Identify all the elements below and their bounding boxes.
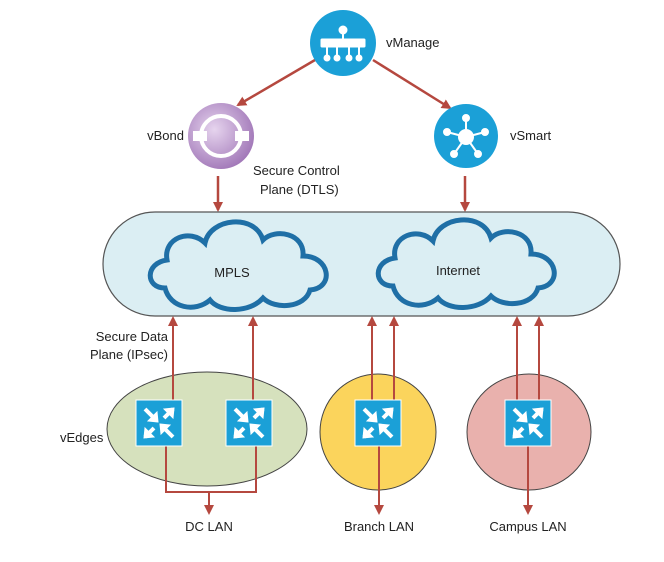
internet-label: Internet: [436, 263, 480, 278]
control-plane-label-2: Plane (DTLS): [260, 182, 339, 197]
vedge-campus-icon[interactable]: [503, 398, 553, 448]
internet-cloud[interactable]: Internet: [378, 220, 554, 308]
dc-lan-label: DC LAN: [185, 519, 233, 534]
data-plane-arrows: [165, 316, 544, 515]
vedges-label: vEdges: [60, 430, 104, 445]
vmanage-label: vManage: [386, 35, 439, 50]
vedge-branch-icon[interactable]: [353, 398, 403, 448]
mpls-label: MPLS: [214, 265, 250, 280]
data-plane-label-2: Plane (IPsec): [90, 347, 168, 362]
vsmart-node[interactable]: vSmart: [434, 104, 552, 168]
mpls-cloud[interactable]: MPLS: [150, 222, 326, 310]
campus-lan-label: Campus LAN: [489, 519, 566, 534]
data-plane-label-1: Secure Data: [96, 329, 169, 344]
vedge-dc-1-icon[interactable]: [134, 398, 184, 448]
control-plane-label-1: Secure Control: [253, 163, 340, 178]
vmanage-node[interactable]: vManage: [310, 10, 439, 76]
transport-network: [102, 211, 621, 317]
vsmart-label: vSmart: [510, 128, 552, 143]
vbond-label: vBond: [147, 128, 184, 143]
control-arrows: [213, 58, 470, 212]
branch-lan-label: Branch LAN: [344, 519, 414, 534]
vedge-dc-2-icon[interactable]: [224, 398, 274, 448]
vbond-icon: [188, 103, 254, 169]
vbond-node[interactable]: vBond: [147, 103, 254, 169]
